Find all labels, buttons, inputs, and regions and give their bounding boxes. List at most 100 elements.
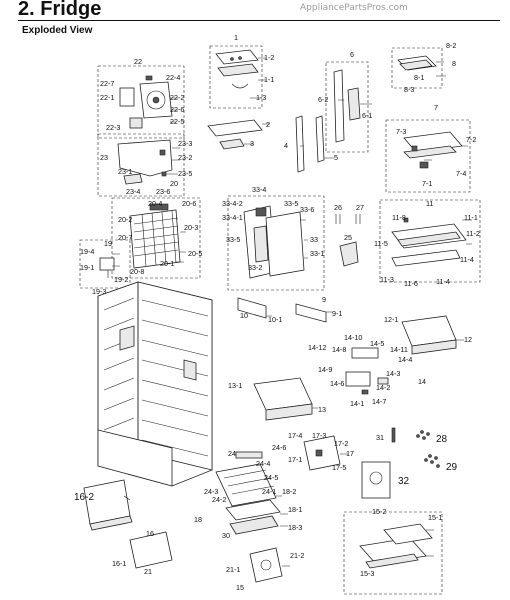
label-22-6: 22-6 (170, 105, 184, 114)
label-22-7: 22-7 (100, 79, 114, 88)
label-7-4: 7-4 (456, 169, 466, 178)
label-15-2: 15-1 (428, 513, 442, 522)
label-33: 33 (310, 235, 318, 244)
label-14-4: 14-4 (398, 355, 412, 364)
label-8-1: 8-1 (414, 73, 424, 82)
part-32-label (361, 461, 391, 499)
label-24-1: 24-2 (212, 495, 226, 504)
label-33-4-2: 33-4-2 (222, 199, 243, 208)
label-25: 25 (344, 233, 352, 242)
label-14-2: 14-2 (376, 383, 390, 392)
section-heading: Exploded View (22, 25, 93, 36)
part-33-ice-maker-group (227, 195, 325, 291)
part-14-control-group (345, 347, 389, 395)
label-9: 9 (322, 295, 326, 304)
label-22-2: 22-2 (170, 93, 184, 102)
label-23: 23 (100, 153, 108, 162)
label-16: 16-1 (112, 559, 126, 568)
label-27: 27 (356, 203, 364, 212)
label-15-1: 15-3 (360, 569, 374, 578)
label-23-6: 23-6 (156, 187, 170, 196)
part-7-shelf-group (385, 119, 471, 193)
part-18-cover (225, 499, 281, 535)
part-labels: 1 1-2 1-1 1-3 2 3 4 5 6 6-2 6-1 8-2 8 8-… (74, 33, 480, 592)
part-6-door-bin-group (325, 61, 369, 153)
label-22: 22 (134, 57, 142, 66)
label-18-3: 30 (222, 531, 230, 540)
label-33-2: 33-2 (248, 263, 262, 272)
label-20-4: 20-4 (148, 199, 162, 208)
label-17-3: 17-3 (312, 431, 326, 440)
part-25-cover (339, 241, 359, 267)
label-33-1: 33-1 (310, 249, 324, 258)
label-7-3: 7-3 (396, 127, 406, 136)
label-23-4: 23-4 (126, 187, 140, 196)
part-8-tray-group (391, 47, 443, 89)
label-24-5: 24-5 (264, 473, 278, 482)
label-28: 28 (436, 434, 448, 445)
label-14: 14 (418, 377, 426, 386)
label-14-10: 14-10 (344, 333, 362, 342)
label-29: 29 (446, 462, 458, 473)
label-8: 8 (452, 59, 456, 68)
label-22-4: 22-4 (166, 73, 180, 82)
part-22-fan-assembly (97, 65, 185, 139)
label-18-2: 18-1 (288, 505, 302, 514)
label-33-5b: 33-5 (226, 235, 240, 244)
part-1-shelf-group (207, 45, 263, 137)
label-11-5: 11-5 (374, 239, 388, 248)
part-29-screws (424, 454, 440, 468)
label-33-6: 33-6 (300, 205, 314, 214)
page-title: 2. Fridge (18, 0, 102, 20)
part-26-spring (335, 214, 341, 224)
part-16-panel (129, 531, 173, 569)
label-6-2: 6-2 (318, 95, 328, 104)
label-20-3: 20-3 (184, 223, 198, 232)
label-7-2: 7-2 (466, 135, 476, 144)
part-15-tray-group (343, 511, 443, 595)
label-11-3: 11-3 (380, 275, 394, 284)
label-3: 3 (250, 139, 254, 148)
label-12-1: 12-1 (384, 315, 398, 324)
label-20-7: 20-7 (118, 233, 132, 242)
label-8-2: 8-2 (446, 41, 456, 50)
label-12: 12 (464, 335, 472, 344)
title-divider (18, 20, 500, 21)
label-6-1: 6-1 (362, 111, 372, 120)
label-1: 1 (234, 33, 238, 42)
label-11-4b: 11-4 (436, 277, 450, 286)
label-20-6: 20-6 (182, 199, 196, 208)
label-19: 19 (104, 239, 112, 248)
label-23-5: 23-5 (178, 169, 192, 178)
label-10: 10 (240, 311, 248, 320)
part-23-duct-assembly (97, 133, 185, 197)
label-8-3: 8-3 (404, 85, 414, 94)
label-17-5: 17-5 (332, 463, 346, 472)
label-20-2: 20-2 (118, 215, 132, 224)
label-1-2: 1-2 (264, 53, 274, 62)
label-14-6: 14-6 (330, 379, 344, 388)
label-13-1: 13-1 (228, 381, 242, 390)
label-19-3: 19-3 (92, 287, 106, 296)
part-20-evaporator-group (111, 197, 201, 279)
label-18: 18-2 (282, 487, 296, 496)
label-18-1: 18-3 (288, 523, 302, 532)
label-23-3: 23-3 (178, 139, 192, 148)
label-24-6b: 24-3 (204, 487, 218, 496)
label-11: 11 (426, 199, 433, 208)
label-11-2: 11-2 (466, 229, 480, 238)
label-11-8: 11-8 (392, 213, 406, 222)
label-11-6: 11-6 (404, 279, 418, 288)
label-11-1: 11-1 (464, 213, 478, 222)
label-23-1: 23-1 (118, 167, 132, 176)
label-24-6: 24-6 (272, 443, 286, 452)
label-19-1: 19-1 (80, 263, 94, 272)
label-14-8: 14-8 (332, 345, 346, 354)
label-19-2: 19-2 (114, 275, 128, 284)
label-21: 21-2 (290, 551, 304, 560)
label-11-4: 11-4 (460, 255, 474, 264)
label-7: 7 (434, 103, 438, 112)
label-20: 20 (170, 179, 178, 188)
label-14-12: 14-12 (308, 343, 326, 352)
